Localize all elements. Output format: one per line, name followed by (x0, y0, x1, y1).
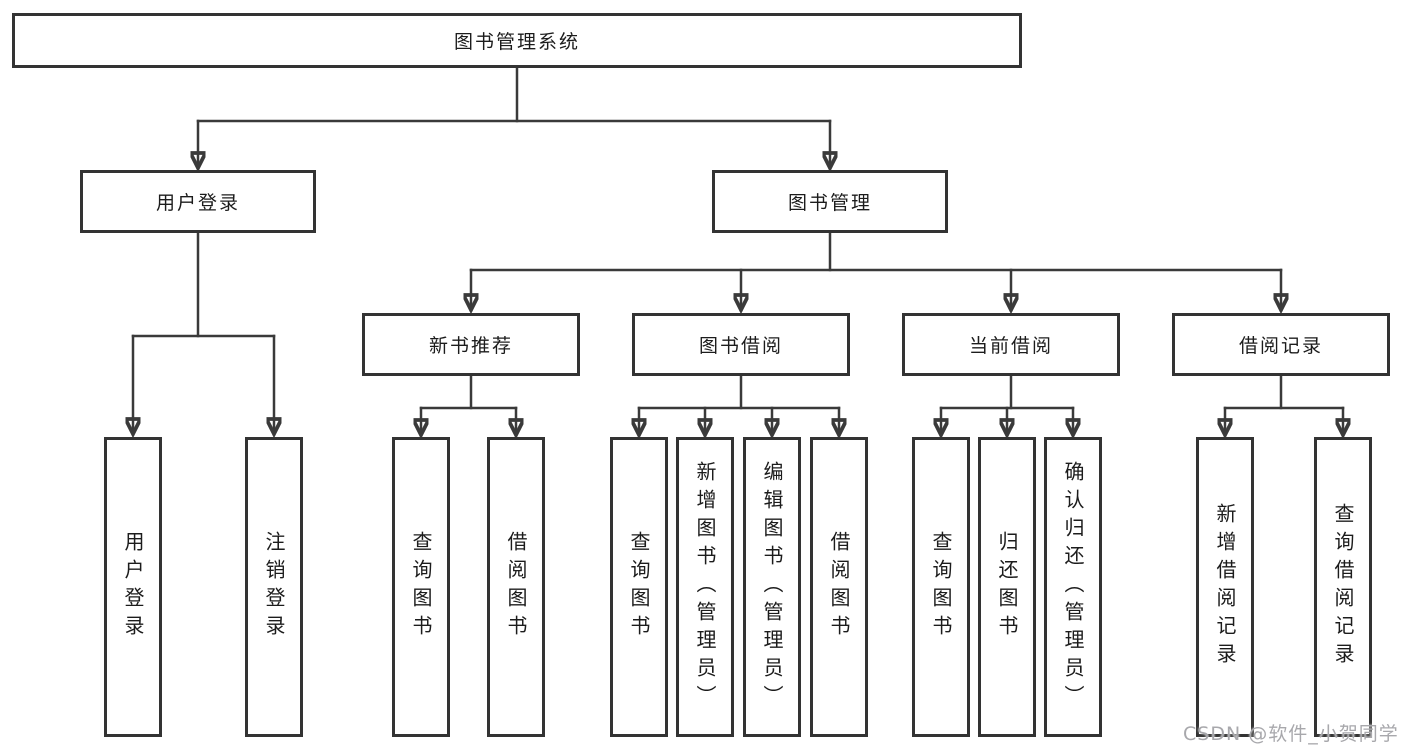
node-label: 查询图书 (627, 531, 651, 643)
connector-borrow-record-to-leaves (1225, 374, 1343, 435)
node-label: 用户登录 (121, 531, 145, 643)
connector-book-management-to-level3 (471, 231, 1281, 310)
node-label: 编辑图书（管理员） (760, 461, 784, 713)
node-current-borrowing: 当前借阅 (902, 313, 1120, 376)
node-book-management: 图书管理 (712, 170, 948, 233)
node-label: 新书推荐 (428, 335, 513, 357)
leaf-confirm-return-admin: 确认归还（管理员） (1044, 437, 1102, 737)
node-label: 注销登录 (262, 531, 286, 643)
leaf-add-borrow-record: 新增借阅记录 (1196, 437, 1254, 737)
node-label: 确认归还（管理员） (1061, 461, 1085, 713)
node-label: 借阅图书 (504, 531, 528, 643)
csdn-watermark: CSDN @软件_小贺同学 (1183, 723, 1399, 745)
leaf-borrow-books-recommend: 借阅图书 (487, 437, 545, 737)
leaf-query-books-borrow: 查询图书 (610, 437, 668, 737)
leaf-query-books-recommend: 查询图书 (392, 437, 450, 737)
leaf-query-books-current: 查询图书 (912, 437, 970, 737)
node-label: 图书管理 (787, 192, 872, 214)
leaf-logout-login: 注销登录 (245, 437, 303, 737)
connector-book-borrow-to-leaves (639, 374, 839, 435)
node-label: 查询图书 (409, 531, 433, 643)
node-label: 当前借阅 (968, 335, 1053, 357)
leaf-add-book-admin: 新增图书（管理员） (676, 437, 734, 737)
node-label: 查询图书 (929, 531, 953, 643)
node-label: 新增借阅记录 (1213, 503, 1237, 671)
node-label: 归还图书 (995, 531, 1019, 643)
connector-user-login-to-leaves (133, 231, 274, 434)
node-borrowing-records: 借阅记录 (1172, 313, 1390, 376)
node-label: 图书管理系统 (453, 31, 580, 53)
node-book-borrowing: 图书借阅 (632, 313, 850, 376)
node-label: 查询借阅记录 (1331, 503, 1355, 671)
connector-current-borrow-to-leaves (941, 374, 1073, 435)
node-label: 图书借阅 (698, 335, 783, 357)
leaf-return-books: 归还图书 (978, 437, 1036, 737)
node-library-management-system: 图书管理系统 (12, 13, 1022, 68)
connector-root-to-level2 (198, 66, 830, 168)
leaf-borrow-books: 借阅图书 (810, 437, 868, 737)
leaf-user-login: 用户登录 (104, 437, 162, 737)
connector-new-book-to-leaves (421, 374, 516, 435)
node-new-book-recommend: 新书推荐 (362, 313, 580, 376)
node-user-login: 用户登录 (80, 170, 316, 233)
node-label: 借阅图书 (827, 531, 851, 643)
node-label: 用户登录 (155, 192, 240, 214)
leaf-query-borrow-record: 查询借阅记录 (1314, 437, 1372, 737)
node-label: 借阅记录 (1238, 335, 1323, 357)
node-label: 新增图书（管理员） (693, 461, 717, 713)
leaf-edit-book-admin: 编辑图书（管理员） (743, 437, 801, 737)
